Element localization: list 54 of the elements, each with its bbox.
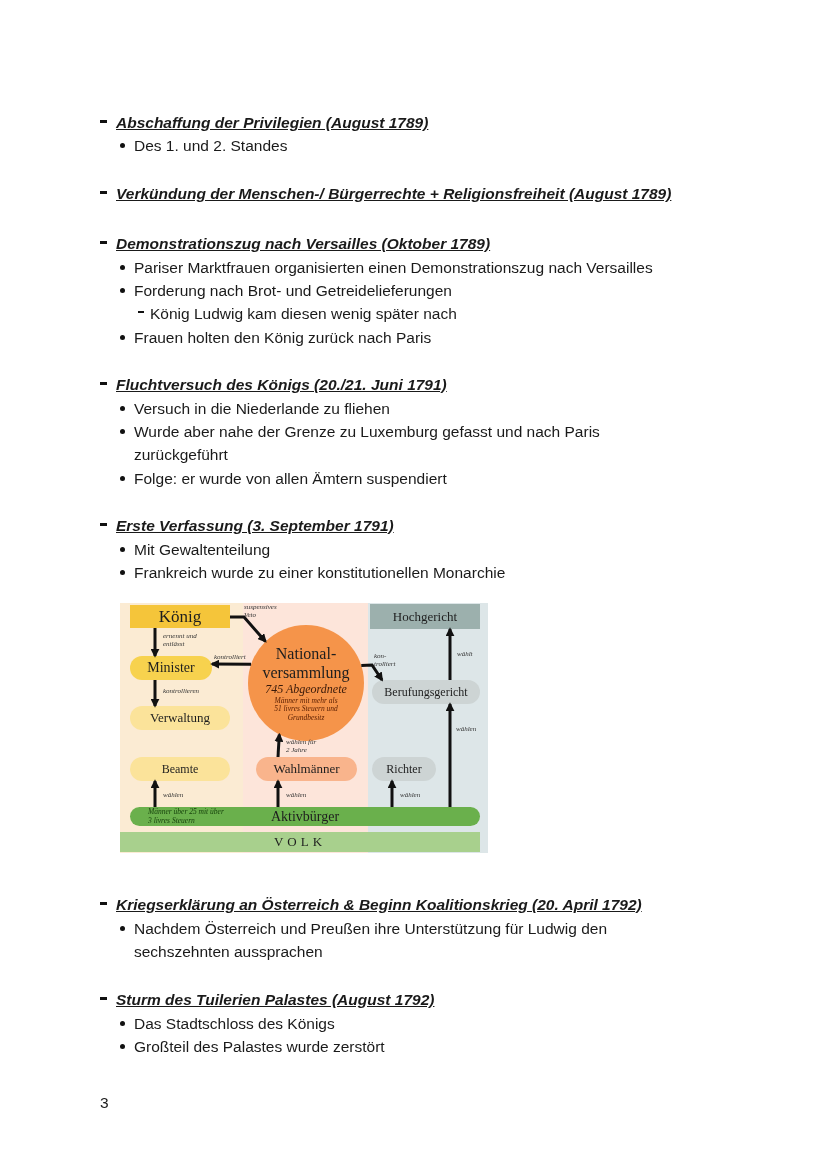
rank-box	[372, 680, 480, 704]
rank-box	[370, 604, 480, 629]
rank-box	[130, 757, 230, 781]
rank-box	[130, 605, 230, 628]
bullet-item: Das Stadtschloss des Königs	[116, 1012, 335, 1035]
arrow	[274, 732, 284, 758]
node-label: Beamte	[161, 761, 199, 777]
bullet-item: Des 1. und 2. Standes	[116, 134, 288, 157]
node-label: National- versammlung	[261, 643, 351, 682]
arrow	[387, 779, 397, 807]
bullet-item: Mit Gewaltenteilung	[116, 538, 271, 561]
node-label: Berufungsgericht	[384, 684, 468, 700]
page-number: 3	[100, 1093, 109, 1113]
rank-box	[372, 757, 436, 781]
arrow	[361, 663, 384, 682]
arrow	[273, 779, 283, 807]
arrow	[210, 659, 252, 669]
node-label: VOLK	[273, 834, 327, 850]
arrow	[150, 628, 160, 658]
bullet-item: Wurde aber nahe der Grenze zu Luxemburg gefasst und nach Paris zurückgeführt	[116, 420, 654, 466]
node-note: 745 Abgeordnete	[265, 681, 347, 697]
section-heading: Sturm des Tuilerien Palastes (August 1792)	[98, 988, 435, 1011]
section-heading: Verkündung der Menschen-/ Bürgerrechte + Religionsfreiheit (August 1789)	[98, 182, 672, 205]
rank-box	[130, 706, 230, 730]
bullet-item: König Ludwig kam diesen wenig später nach	[136, 302, 457, 325]
node-label: Verwaltung	[150, 710, 210, 726]
bullet-item: Folge: er wurde von allen Ämtern suspendiert	[116, 467, 447, 490]
bullet-item: Großteil des Palastes wurde zerstört	[116, 1035, 385, 1058]
bullet-item: Frankreich wurde zu einer konstitutionellen Monarchie	[116, 561, 506, 584]
rank-box	[256, 757, 357, 781]
arrow	[445, 627, 455, 680]
rank-box	[130, 656, 212, 680]
node-label: Wahlmänner	[273, 761, 340, 777]
node-label: Aktivbürger	[270, 808, 340, 825]
node-label: König	[158, 606, 202, 627]
section-heading: Fluchtversuch des Königs (20./21. Juni 1791)	[98, 373, 447, 396]
bullet-item: Pariser Marktfrauen organisierten einen Demonstrationszug nach Versailles	[116, 256, 653, 279]
node-label: Richter	[386, 761, 422, 777]
bullet-item: Versuch in die Niederlande zu fliehen	[116, 397, 390, 420]
people-bar	[120, 832, 480, 852]
node-label: Hochgericht	[392, 608, 458, 625]
section-heading: Kriegserklärung an Österreich & Beginn Koalitionskrieg (20. April 1792)	[98, 893, 642, 916]
bullet-item: Nachdem Österreich und Preußen ihre Unterstützung für Ludwig den sechszehnten aussprachen	[116, 917, 654, 963]
arrow	[150, 680, 160, 708]
section-heading: Abschaffung der Privilegien (August 1789)	[98, 111, 429, 134]
section-heading: Erste Verfassung (3. September 1791)	[98, 514, 394, 537]
arrow	[445, 702, 455, 807]
bullet-item: Frauen holten den König zurück nach Paris	[116, 326, 432, 349]
arrow	[150, 779, 160, 807]
citizen-bar	[130, 807, 480, 826]
section-heading: Demonstrationszug nach Versailles (Oktober 1789)	[98, 232, 491, 255]
node-label: Minister	[147, 660, 195, 676]
bullet-item: Forderung nach Brot- und Getreidelieferungen	[116, 279, 452, 302]
arrow	[230, 615, 267, 643]
